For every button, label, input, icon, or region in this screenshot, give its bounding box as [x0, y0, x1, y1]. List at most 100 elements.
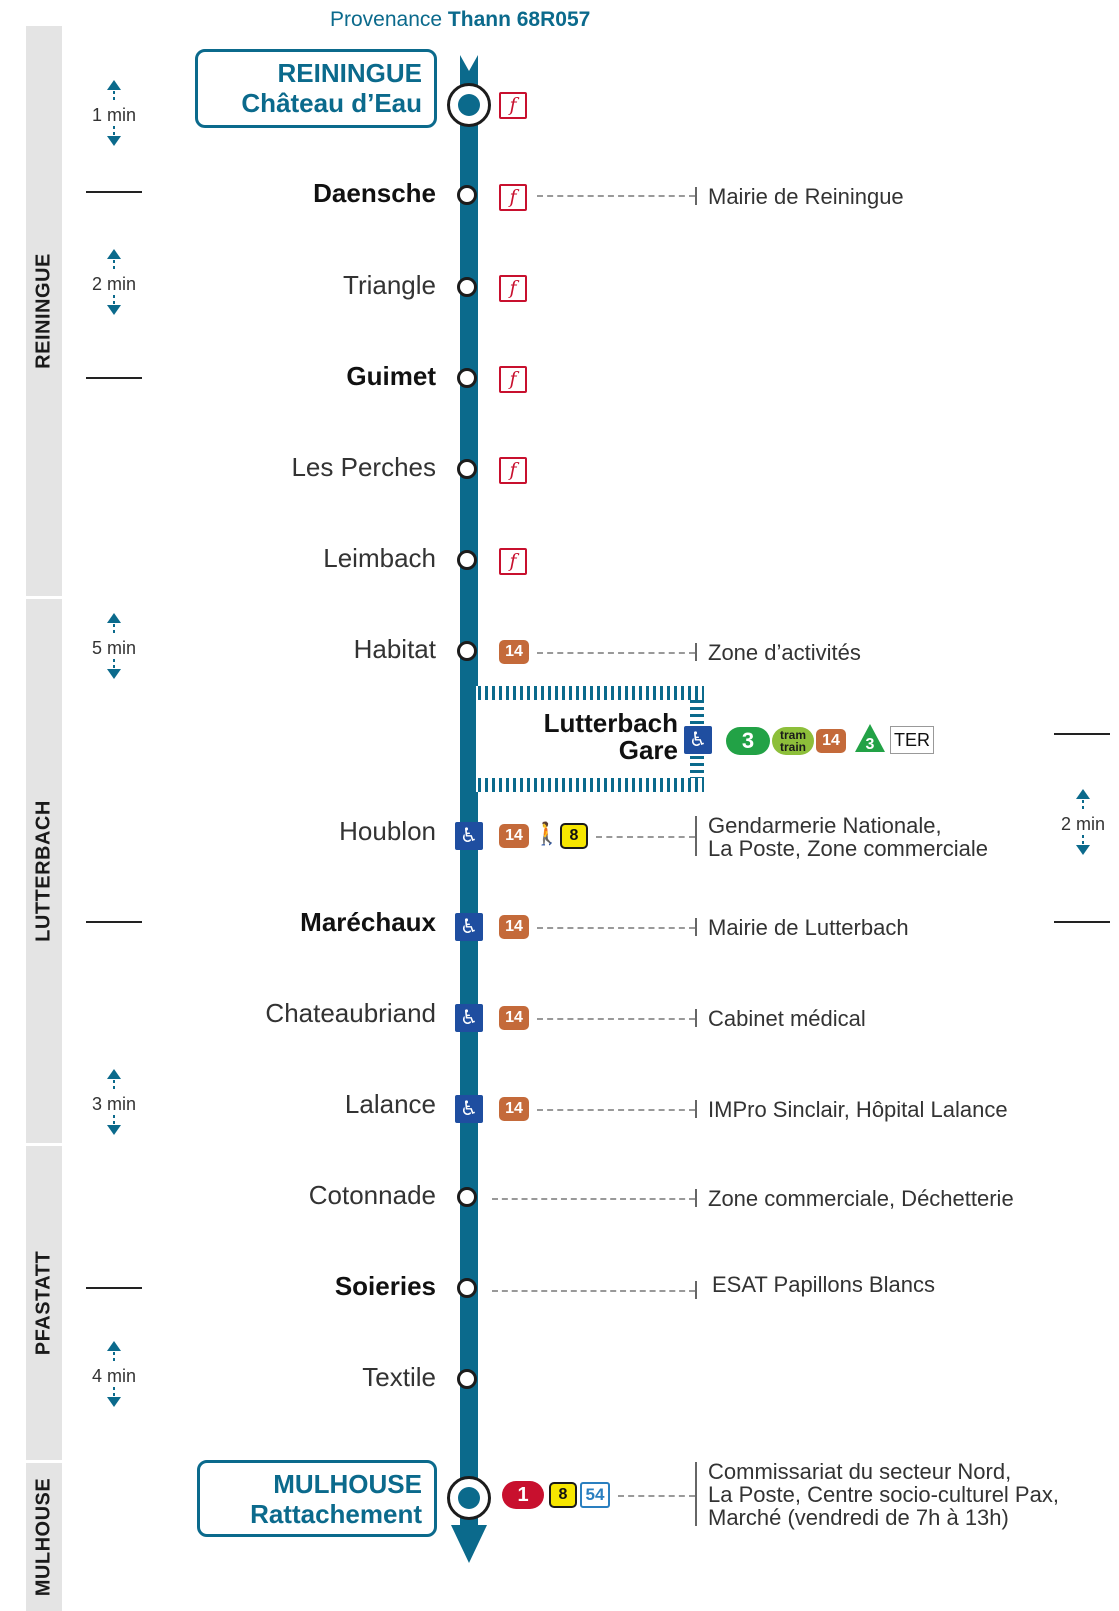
walk-icon: 🚶 — [533, 821, 561, 846]
stop-marker — [457, 641, 477, 661]
stop-marker — [457, 1187, 477, 1207]
dest-bar — [695, 816, 697, 856]
dest-leader — [537, 652, 695, 654]
accessibility-icon: ♿ — [455, 1095, 483, 1123]
dest-leader — [492, 1290, 695, 1292]
provenance-prefix: Provenance — [330, 8, 443, 31]
tram-3-mini-label: 3 — [866, 736, 875, 753]
terminus-end-stop: Rattachement — [250, 1499, 422, 1529]
commune-reiningue: REININGUE — [26, 26, 62, 596]
stop-marker — [457, 1369, 477, 1389]
dest-bar — [695, 187, 697, 205]
arrow-up-icon — [107, 613, 121, 633]
bus-14-badge: 14 — [499, 915, 529, 939]
bus-14-badge: 14 — [499, 824, 529, 848]
bus-54-badge: 54 — [580, 1482, 610, 1508]
frequence-f-badge: f — [499, 184, 527, 211]
terminus-start-commune: REININGUE — [277, 58, 422, 88]
bus-1-badge: 1 — [502, 1481, 544, 1509]
frequence-f-badge: f — [499, 275, 527, 302]
tram-3-mini-icon: 3 — [855, 724, 885, 753]
stop-name: Cotonnade — [308, 1180, 436, 1210]
duration-arrow: 3 min — [84, 1067, 144, 1142]
zone-tick-right — [1054, 733, 1110, 735]
gare-name: Lutterbach Gare — [480, 710, 678, 764]
commune-mulhouse: MULHOUSE — [26, 1463, 62, 1611]
zone-tick — [86, 377, 142, 379]
ter-badge: TER — [890, 726, 934, 754]
arrow-up-icon — [1076, 789, 1090, 809]
stop-marker — [457, 185, 477, 205]
stop-name: Textile — [362, 1362, 436, 1392]
dest-leader — [492, 1198, 695, 1200]
accessibility-icon: ♿ — [455, 1004, 483, 1032]
stop-marker — [457, 550, 477, 570]
arrow-down-icon — [107, 295, 121, 315]
dest-bar — [695, 1100, 697, 1118]
frequence-f-badge: f — [499, 548, 527, 575]
dest-bar — [695, 918, 697, 936]
arrow-up-icon — [107, 249, 121, 269]
dest-leader — [618, 1495, 695, 1497]
frequence-f-badge: f — [499, 366, 527, 393]
bus-14-badge: 14 — [499, 640, 529, 664]
dest-leader — [537, 1109, 695, 1111]
stop-name: Chateaubriand — [265, 998, 436, 1028]
stop-name: Triangle — [343, 270, 436, 300]
terminus-end-marker — [447, 1476, 491, 1520]
dest-bar — [695, 643, 697, 661]
accessibility-icon: ♿ — [455, 822, 483, 850]
stop-marker — [457, 368, 477, 388]
bus-8-badge: 8 — [549, 1482, 577, 1508]
dest-leader — [537, 195, 695, 197]
provenance-name: Thann 68R057 — [447, 8, 591, 31]
stop-destination: Mairie de Lutterbach — [708, 915, 909, 940]
bus-14-badge: 14 — [499, 1097, 529, 1121]
zone-tick-right — [1054, 921, 1110, 923]
stop-destination: Cabinet médical — [708, 1006, 866, 1031]
stop-name: Les Perches — [291, 452, 436, 482]
stop-destination: Zone d’activités — [708, 640, 861, 665]
stop-marker — [457, 1278, 477, 1298]
arrow-down-icon — [107, 1115, 121, 1135]
dest-bar — [695, 1009, 697, 1027]
stop-destination: IMPro Sinclair, Hôpital Lalance — [708, 1097, 1008, 1122]
arrow-down-icon — [107, 659, 121, 679]
dest-bar — [695, 1281, 697, 1299]
bus-8-badge: 8 — [560, 823, 588, 849]
gare-hatch-bottom — [478, 778, 704, 792]
stop-marker — [457, 277, 477, 297]
gare-name-line2: Gare — [618, 735, 678, 765]
duration-label: 3 min — [91, 1094, 136, 1114]
duration-arrow: 4 min — [84, 1339, 144, 1414]
dest-leader — [537, 1018, 695, 1020]
commune-pfastatt: PFASTATT — [26, 1146, 62, 1460]
terminus-end-box: MULHOUSE Rattachement — [197, 1460, 437, 1537]
stop-destination: Gendarmerie Nationale, La Poste, Zone co… — [708, 813, 989, 861]
duration-arrow: 2 min — [1053, 787, 1113, 862]
commune-lutterbach: LUTTERBACH — [26, 599, 62, 1143]
bus-14-badge: 14 — [816, 729, 846, 753]
duration-label: 4 min — [91, 1366, 136, 1386]
gare-name-line1: Lutterbach — [543, 708, 678, 738]
stop-name: Lalance — [344, 1089, 436, 1119]
arrow-up-icon — [107, 1341, 121, 1361]
duration-label: 2 min — [91, 274, 136, 294]
stop-name: Leimbach — [323, 543, 436, 573]
stop-destination: Zone commerciale, Déchetterie — [708, 1186, 1014, 1211]
gare-hatch-top — [478, 686, 704, 700]
route-line — [451, 55, 487, 1563]
zone-tick — [86, 1287, 142, 1289]
stop-destination: Commissariat du secteur Nord, La Poste, … — [708, 1459, 1059, 1530]
stop-name: Soieries — [334, 1271, 436, 1301]
duration-label: 5 min — [91, 638, 136, 658]
provenance-header: Provenance Thann 68R057 — [330, 8, 590, 32]
stop-name: Houblon — [339, 816, 436, 846]
stop-name: Guimet — [346, 361, 436, 391]
zone-tick — [86, 921, 142, 923]
dest-leader — [537, 927, 695, 929]
gare-box — [476, 686, 706, 792]
terminus-start-marker — [447, 83, 491, 127]
terminus-start-box: REININGUE Château d’Eau — [195, 49, 437, 128]
